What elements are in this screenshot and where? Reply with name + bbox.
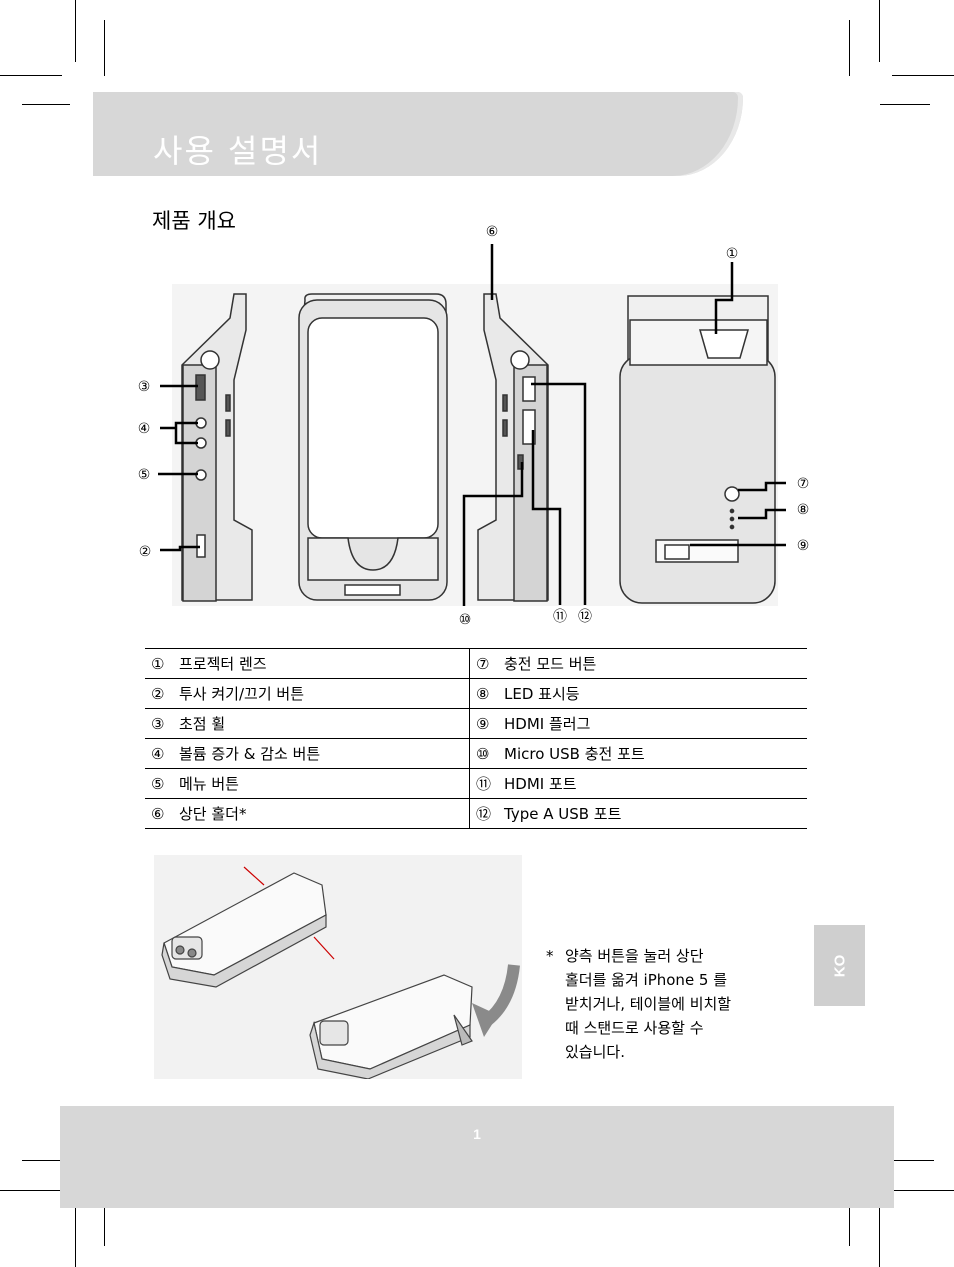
part-label: 메뉴 버튼	[179, 775, 239, 793]
page-number: 1	[473, 1126, 481, 1142]
right-cell: ⑪ HDMI 포트	[469, 768, 807, 799]
section-title: 제품 개요	[152, 209, 236, 233]
left-cell: ④ 볼륨 증가 & 감소 버튼	[145, 738, 470, 769]
stand-mode-illustration	[161, 866, 520, 1080]
part-label: 투사 켜기/끄기 버튼	[179, 685, 304, 703]
parts-table: ① 프로젝터 렌즈 ⑦ 충전 모드 버튼 ② 투사 켜기/끄기 버튼 ⑧ LED 표시등 ③ 초점…	[145, 648, 807, 829]
language-tab-label: KO	[831, 954, 848, 977]
left-cell: ⑤ 메뉴 버튼	[145, 768, 470, 799]
callout-5: ⑤	[138, 467, 151, 483]
part-label: 충전 모드 버튼	[504, 655, 597, 673]
callout-7: ⑦	[797, 476, 810, 492]
part-label: HDMI 포트	[504, 775, 577, 793]
leader-lines	[158, 244, 786, 606]
stand-mode-photo	[154, 855, 522, 1080]
callout-9: ⑨	[797, 538, 810, 554]
table-row: ② 투사 켜기/끄기 버튼 ⑧ LED 표시등	[145, 678, 807, 709]
part-number: ①	[151, 655, 165, 673]
usage-note: * 양측 버튼을 눌러 상단 홀더를 옮겨 iPhone 5 를 받치거나, 테…	[546, 944, 731, 1064]
note-asterisk: *	[546, 947, 554, 965]
part-label: 상단 홀더*	[179, 805, 247, 823]
part-label: HDMI 플러그	[504, 715, 591, 733]
part-label: 초점 휠	[179, 715, 226, 733]
product-diagram: ③ ④ ⑤ ② ⑥ ① ⑦ ⑧ ⑨ ⑩ ⑪ ⑫	[138, 224, 810, 628]
callout-4: ④	[138, 421, 151, 437]
callout-2: ②	[139, 544, 152, 560]
note-line: 양측 버튼을 눌러 상단	[565, 947, 704, 965]
part-label: LED 표시등	[504, 685, 580, 703]
callout-3: ③	[138, 379, 151, 395]
language-tab: KO	[814, 925, 865, 1006]
device-front-view	[298, 293, 448, 601]
part-label: Type A USB 포트	[504, 805, 622, 823]
part-label: Micro USB 충전 포트	[504, 745, 645, 763]
left-cell: ⑥ 상단 홀더*	[145, 798, 470, 829]
parts-table-body: ① 프로젝터 렌즈 ⑦ 충전 모드 버튼 ② 투사 켜기/끄기 버튼 ⑧ LED 표시등 ③ 초점…	[145, 648, 807, 829]
note-line: 때 스탠드로 사용할 수	[565, 1019, 704, 1037]
part-label: 볼륨 증가 & 감소 버튼	[179, 745, 321, 763]
part-number: ⑦	[476, 655, 490, 673]
footer-bar: 1	[60, 1106, 894, 1208]
device-side-view-left	[181, 293, 253, 602]
callout-6: ⑥	[486, 224, 499, 240]
callout-12: ⑫	[578, 609, 592, 625]
part-number: ⑤	[151, 775, 165, 793]
left-cell: ③ 초점 휠	[145, 708, 470, 739]
note-line: 홀더를 옮겨 iPhone 5 를	[565, 971, 728, 989]
callout-10: ⑩	[459, 612, 472, 628]
callout-8: ⑧	[797, 502, 810, 518]
note-line: 받치거나, 테이블에 비치할	[565, 995, 732, 1013]
part-label: 프로젝터 렌즈	[179, 655, 267, 673]
right-cell: ⑩ Micro USB 충전 포트	[469, 738, 807, 769]
title-banner: 사용 설명서	[93, 92, 743, 176]
part-number: ③	[151, 715, 165, 733]
part-number: ⑪	[476, 775, 492, 793]
part-number: ⑨	[476, 715, 490, 733]
page-title: 사용 설명서	[153, 132, 323, 170]
part-number: ⑫	[476, 805, 492, 823]
device-back-view	[619, 295, 776, 604]
device-side-view-right	[477, 293, 549, 602]
table-row: ③ 초점 휠 ⑨ HDMI 플러그	[145, 708, 807, 739]
part-number: ⑧	[476, 685, 490, 703]
table-row: ① 프로젝터 렌즈 ⑦ 충전 모드 버튼	[145, 648, 807, 679]
right-cell: ⑧ LED 표시등	[469, 678, 807, 709]
part-number: ⑥	[151, 805, 165, 823]
right-cell: ⑫ Type A USB 포트	[469, 798, 807, 829]
part-number: ⑩	[476, 745, 490, 763]
right-cell: ⑦ 충전 모드 버튼	[469, 648, 807, 679]
table-row: ④ 볼륨 증가 & 감소 버튼 ⑩ Micro USB 충전 포트	[145, 738, 807, 769]
table-row: ⑥ 상단 홀더* ⑫ Type A USB 포트	[145, 798, 807, 829]
callout-11: ⑪	[553, 609, 567, 625]
right-cell: ⑨ HDMI 플러그	[469, 708, 807, 739]
left-cell: ② 투사 켜기/끄기 버튼	[145, 678, 470, 709]
note-line: 있습니다.	[565, 1043, 625, 1061]
table-row: ⑤ 메뉴 버튼 ⑪ HDMI 포트	[145, 768, 807, 799]
part-number: ④	[151, 745, 165, 763]
callout-1: ①	[726, 246, 739, 262]
diagram-callouts: ③ ④ ⑤ ② ⑥ ① ⑦ ⑧ ⑨ ⑩ ⑪ ⑫	[138, 224, 810, 628]
left-cell: ① 프로젝터 렌즈	[145, 648, 470, 679]
part-number: ②	[151, 685, 165, 703]
